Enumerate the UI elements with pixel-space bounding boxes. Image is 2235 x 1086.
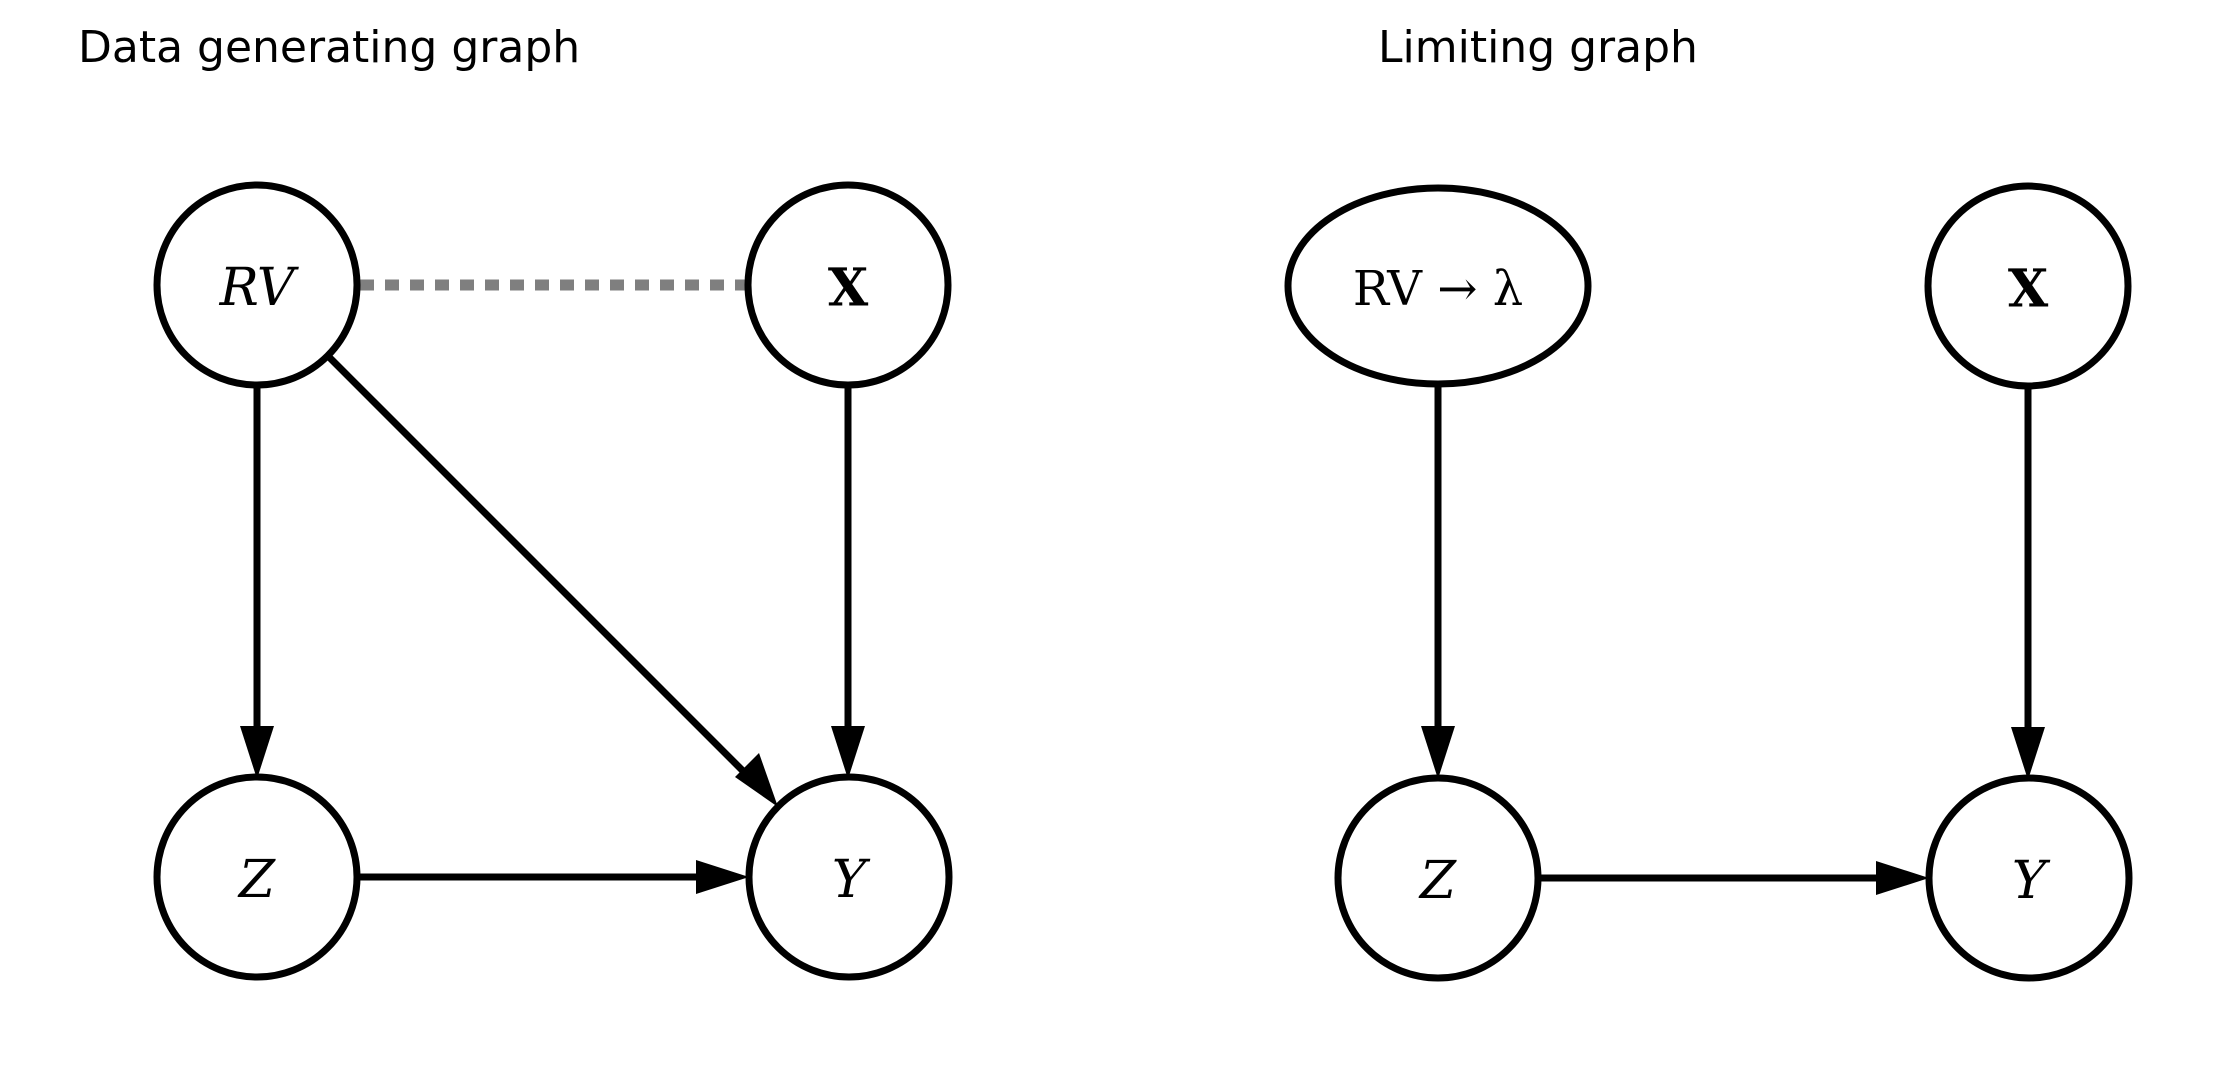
edge-z2-to-y2-arrowhead — [1876, 861, 1929, 895]
node-x2[interactable]: X — [1924, 182, 2132, 390]
edge-group-left: Z : vertical --> Y : diagonal --> Y : ve… — [240, 279, 865, 894]
node-y2-shape[interactable] — [1925, 774, 2133, 982]
node-x[interactable]: X — [744, 181, 952, 389]
node-rv-lambda-shape[interactable] — [1284, 184, 1592, 388]
edge-x2-to-y2 — [2011, 386, 2045, 780]
node-rv[interactable]: RV — [153, 181, 361, 389]
node-rv-lambda-label: RV → λ — [1353, 261, 1523, 317]
edge-z-to-y — [357, 860, 749, 894]
node-z-label: Z — [237, 850, 276, 910]
node-z2-label: Z — [1418, 851, 1457, 911]
edge-rv-to-y — [325, 353, 778, 807]
node-z[interactable]: Z — [153, 773, 361, 981]
edge-x-to-y — [831, 385, 865, 779]
panel-limiting-graph: Limiting graph Y --> Y --> — [1284, 22, 2133, 982]
node-rv-lambda[interactable]: RV → λ — [1284, 184, 1592, 388]
edge-z2-to-y2 — [1538, 861, 1929, 895]
node-x2-label: X — [2008, 259, 2049, 320]
node-rv-shape[interactable] — [153, 181, 361, 389]
node-z2-shape[interactable] — [1334, 774, 1542, 982]
panel-title-data-generating-graph: Data generating graph — [78, 22, 580, 73]
edge-z-to-y-arrowhead — [696, 860, 749, 894]
edge-rv-to-y-line — [325, 353, 765, 793]
edge-rv-to-z — [240, 385, 274, 779]
edge-rv-to-y-arrowhead — [735, 753, 778, 807]
node-y2-label: Y — [2012, 851, 2051, 911]
node-y2[interactable]: Y — [1925, 774, 2133, 982]
edge-group-right: Y --> Y --> — [1421, 384, 2045, 895]
edge-rvlambda-to-z2-arrowhead — [1421, 726, 1455, 779]
node-x-shape[interactable] — [744, 181, 952, 389]
node-z-shape[interactable] — [153, 773, 361, 981]
panel-data-generating-graph: Data generating graph Z : vertical --> Y… — [78, 22, 953, 981]
node-z2[interactable]: Z — [1334, 774, 1542, 982]
panel-title-limiting-graph: Limiting graph — [1378, 22, 1698, 73]
edge-x-to-y-arrowhead — [831, 726, 865, 779]
node-y-shape[interactable] — [745, 773, 953, 981]
node-x-label: X — [828, 258, 869, 319]
edge-rv-to-z-arrowhead — [240, 726, 274, 779]
edge-x2-to-y2-arrowhead — [2011, 727, 2045, 780]
node-x2-shape[interactable] — [1924, 182, 2132, 390]
edge-rvlambda-to-z2 — [1421, 384, 1455, 779]
node-y-label: Y — [832, 850, 871, 910]
node-y[interactable]: Y — [745, 773, 953, 981]
node-rv-label: RV — [219, 258, 299, 318]
